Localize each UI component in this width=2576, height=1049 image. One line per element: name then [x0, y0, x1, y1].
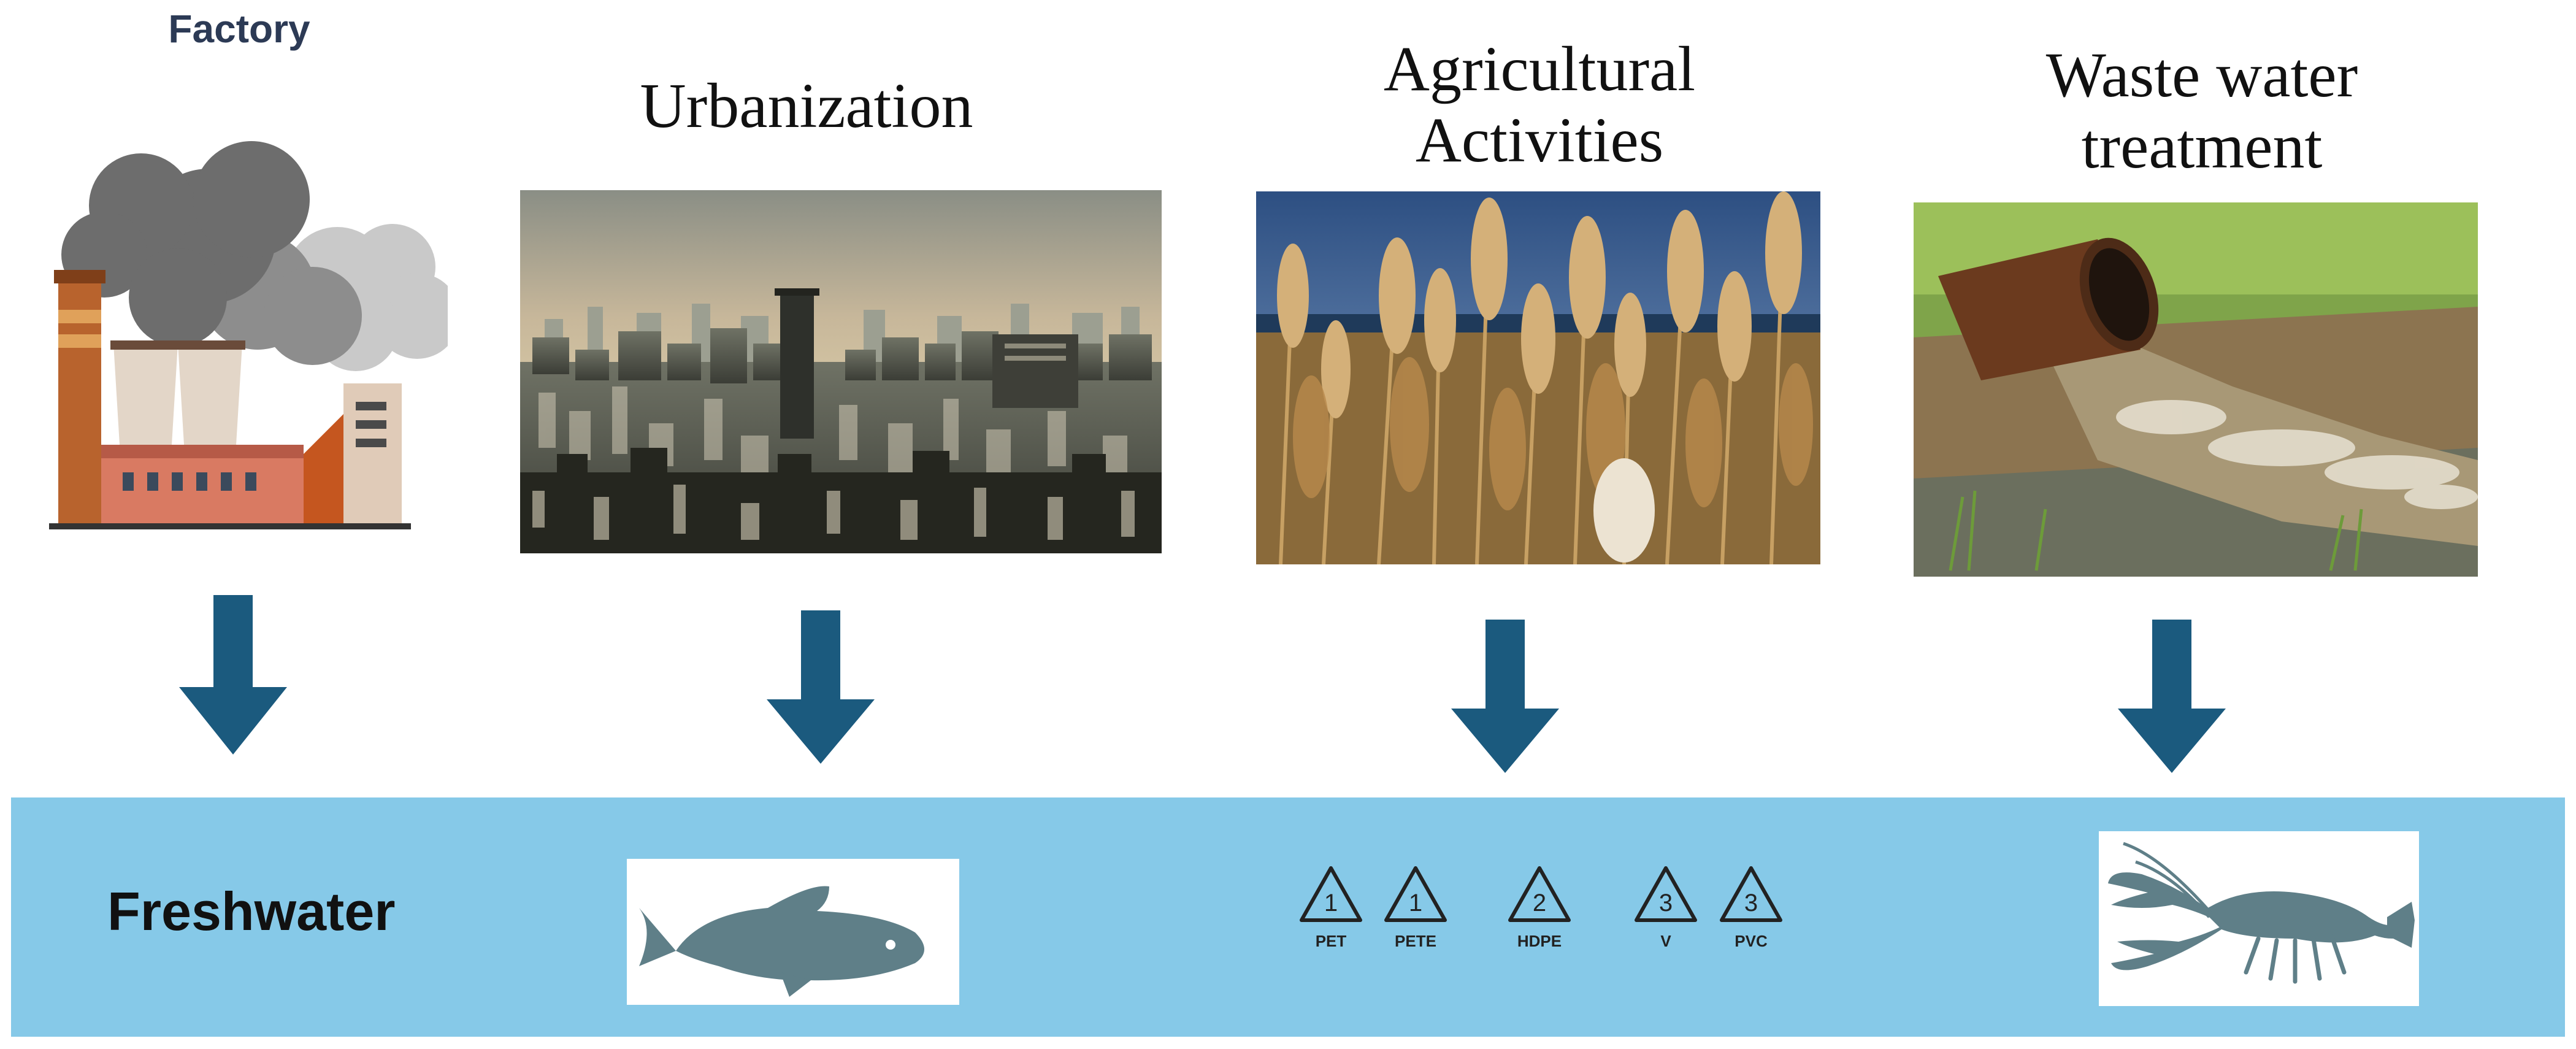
down-arrow-icon [179, 595, 287, 755]
recycling-number: 2 [1533, 890, 1546, 916]
smoke-cloud [61, 141, 460, 371]
crayfish-icon [2099, 831, 2419, 1006]
pipe-outflow-photo [1914, 202, 2478, 577]
recycling-symbol-pete: 1 PETE [1379, 862, 1452, 951]
recycling-code: PETE [1395, 932, 1436, 950]
recycling-code: V [1660, 932, 1671, 950]
wastewater-label: Waste water treatment [2045, 40, 2358, 182]
recycling-symbol-icon: 3 [1635, 866, 1697, 922]
recycling-symbol-icon: 2 [1508, 866, 1571, 922]
city-photo [520, 190, 1162, 553]
recycling-number: 1 [1409, 890, 1422, 916]
recycling-symbol-pet: 1 PET [1294, 862, 1368, 951]
factory-icon [49, 113, 460, 543]
fish-icon [627, 859, 959, 1005]
down-arrow-icon [1451, 620, 1559, 773]
recycling-number: 3 [1744, 890, 1758, 916]
recycling-symbol-v: 3 V [1629, 862, 1703, 951]
recycling-number: 1 [1324, 890, 1338, 916]
recycling-symbol-icon: 1 [1384, 866, 1447, 922]
agricultural-label: Agricultural Activities [1383, 34, 1696, 176]
recycling-number: 3 [1659, 890, 1673, 916]
recycling-symbol-pvc: 3 PVC [1714, 862, 1788, 951]
down-arrow-icon [2118, 620, 2226, 773]
factory-label: Factory [168, 7, 310, 51]
freshwater-label: Freshwater [107, 881, 396, 942]
recycling-symbol-hdpe: 2 HDPE [1503, 862, 1576, 951]
recycling-code: HDPE [1517, 932, 1562, 950]
recycling-symbol-icon: 1 [1300, 866, 1362, 922]
down-arrow-icon [767, 610, 875, 764]
urbanization-label: Urbanization [640, 71, 973, 141]
wheat-photo [1256, 191, 1820, 564]
recycling-symbol-icon: 3 [1720, 866, 1782, 922]
recycling-code: PVC [1735, 932, 1768, 950]
recycling-code: PET [1315, 932, 1347, 950]
